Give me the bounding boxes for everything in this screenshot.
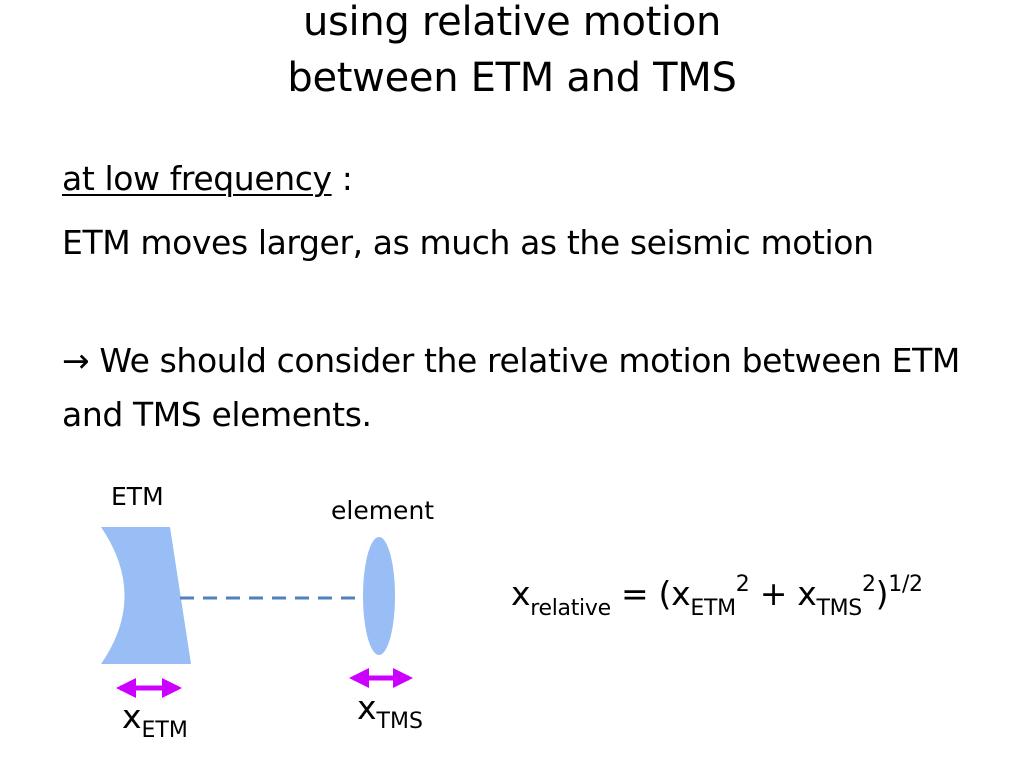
element-lens-shape [363, 537, 395, 655]
right-arrow-icon: → [62, 341, 90, 380]
x-tms-var: x [357, 688, 377, 727]
etm-mirror-shape [101, 527, 191, 664]
title-line-2: between ETM and TMS [287, 55, 737, 101]
formula-sup-2b: 2 [861, 572, 876, 597]
x-etm-sub: ETM [141, 718, 188, 743]
bullet-heading: at low frequency : [62, 152, 962, 206]
formula-sub-tms: TMS [816, 596, 862, 621]
formula-x: x [511, 574, 531, 613]
title-line-1: using relative motion [302, 0, 722, 45]
bullet-etm-moves: ETM moves larger, as much as the seismic… [62, 223, 874, 262]
formula-sup-2a: 2 [735, 572, 750, 597]
formula-sub-relative: relative [530, 596, 611, 621]
bullet-consider-text: We should consider the relative motion b… [62, 341, 960, 434]
x-tms-label: xTMS [357, 688, 423, 733]
x-tms-sub: TMS [376, 709, 423, 734]
heading-underlined-text: at low frequency [62, 159, 332, 198]
formula-plus: + x [749, 574, 817, 613]
bullet-consider-relative: → We should consider the relative motion… [62, 334, 962, 442]
element-label: element [331, 496, 435, 525]
formula-close: ) [875, 574, 889, 613]
formula-sub-etm: ETM [690, 596, 736, 621]
x-etm-label: xETM [122, 697, 188, 742]
x-etm-var: x [122, 697, 142, 736]
formula-sup-half: 1/2 [888, 572, 923, 597]
heading-colon: : [331, 159, 353, 198]
relative-motion-formula: xrelative = (xETM2 + xTMS2)1/2 [511, 572, 923, 620]
slide-title: using relative motion between ETM and TM… [0, 0, 1024, 106]
etm-label: ETM [111, 482, 164, 511]
formula-equals: = (x [610, 574, 691, 613]
